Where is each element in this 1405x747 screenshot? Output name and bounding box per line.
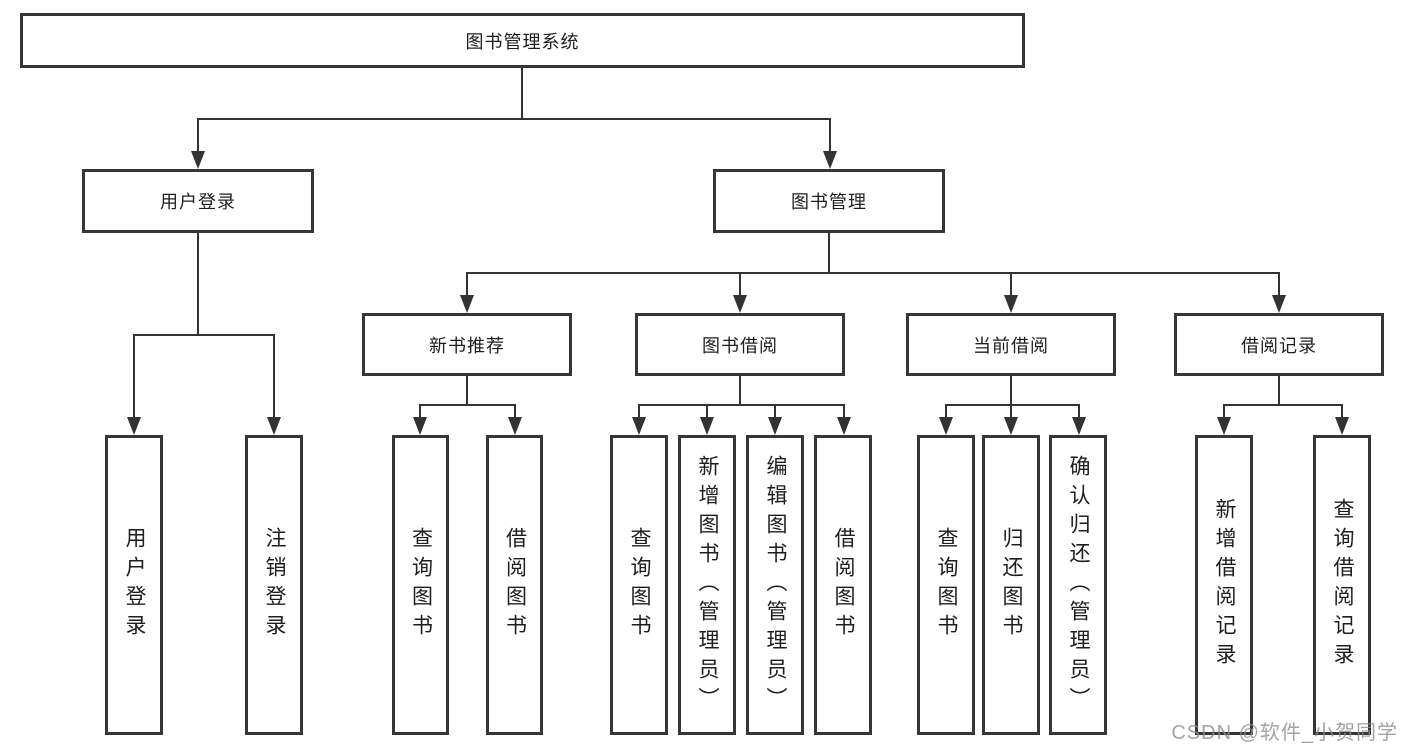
node-current-borrow: 当前借阅 — [906, 313, 1116, 376]
arrowhead-down — [460, 295, 474, 313]
connector — [197, 118, 831, 120]
leaf-user-login: 用户登录 — [105, 435, 163, 735]
node-user-login-label: 用户登录 — [160, 192, 236, 212]
arrowhead-down — [1004, 417, 1018, 435]
connector — [197, 118, 199, 152]
connector — [739, 376, 741, 406]
connector — [466, 272, 468, 297]
connector — [1223, 404, 1225, 419]
arrowhead-down — [1072, 417, 1086, 435]
node-root-label: 图书管理系统 — [465, 31, 580, 52]
node-borrow-records-label: 借阅记录 — [1241, 335, 1317, 356]
leaf-query-books-2: 查询图书 — [610, 435, 668, 735]
leaf-add-borrow-record-label: 新增借阅记录 — [1213, 498, 1236, 672]
connector — [706, 404, 708, 419]
arrowhead-down — [733, 295, 747, 313]
arrowhead-down — [191, 151, 205, 169]
connector — [466, 376, 468, 406]
connector — [1278, 376, 1280, 406]
node-book-mgmt-label: 图书管理 — [791, 192, 867, 212]
connector — [739, 272, 741, 297]
leaf-query-books-3-label: 查询图书 — [935, 527, 958, 643]
leaf-borrow-books-2: 借阅图书 — [814, 435, 872, 735]
leaf-query-books-2-label: 查询图书 — [628, 527, 651, 643]
leaf-query-borrow-record-label: 查询借阅记录 — [1331, 498, 1354, 672]
leaf-return-books: 归还图书 — [982, 435, 1040, 735]
connector — [514, 404, 516, 419]
leaf-borrow-books-1: 借阅图书 — [486, 435, 543, 735]
connector — [945, 404, 1080, 406]
arrowhead-down — [267, 417, 281, 435]
connector — [829, 118, 831, 152]
connector — [133, 334, 135, 417]
connector — [774, 404, 776, 419]
leaf-query-borrow-record: 查询借阅记录 — [1313, 435, 1371, 735]
arrowhead-down — [1217, 417, 1231, 435]
leaf-edit-books-admin: 编辑图书（管理员） — [746, 435, 804, 735]
connector — [1278, 272, 1280, 297]
connector — [197, 233, 199, 336]
connector — [1078, 404, 1080, 419]
node-book-mgmt: 图书管理 — [713, 169, 945, 233]
csdn-watermark: CSDN @软件_小贺同学 — [1171, 722, 1398, 744]
arrowhead-down — [508, 417, 522, 435]
connector — [1223, 404, 1343, 406]
arrowhead-down — [1004, 295, 1018, 313]
leaf-query-books-1-label: 查询图书 — [409, 527, 433, 643]
arrowhead-down — [1272, 295, 1286, 313]
connector — [521, 68, 523, 120]
connector — [466, 272, 1280, 274]
connector — [945, 404, 947, 419]
connector — [1010, 376, 1012, 406]
arrowhead-down — [768, 417, 782, 435]
connector — [1010, 404, 1012, 419]
connector — [419, 404, 421, 419]
leaf-query-books-1: 查询图书 — [392, 435, 449, 735]
connector — [1010, 272, 1012, 297]
node-book-borrow-label: 图书借阅 — [702, 335, 778, 356]
arrowhead-down — [1335, 417, 1349, 435]
arrowhead-down — [939, 417, 953, 435]
leaf-add-borrow-record: 新增借阅记录 — [1195, 435, 1253, 735]
leaf-logout: 注销登录 — [245, 435, 303, 735]
arrowhead-down — [632, 417, 646, 435]
leaf-edit-books-admin-label: 编辑图书（管理员） — [764, 454, 787, 716]
leaf-add-books-admin-label: 新增图书（管理员） — [696, 454, 719, 716]
connector — [133, 334, 275, 336]
leaf-user-login-label: 用户登录 — [123, 527, 146, 643]
connector — [419, 404, 516, 406]
node-book-borrow: 图书借阅 — [635, 313, 845, 376]
node-current-borrow-label: 当前借阅 — [973, 335, 1049, 356]
connector — [828, 233, 830, 274]
leaf-borrow-books-2-label: 借阅图书 — [832, 527, 855, 643]
arrowhead-down — [127, 417, 141, 435]
leaf-add-books-admin: 新增图书（管理员） — [678, 435, 736, 735]
arrowhead-down — [413, 417, 427, 435]
arrowhead-down — [837, 417, 851, 435]
connector — [1341, 404, 1343, 419]
leaf-confirm-return-admin-label: 确认归还（管理员） — [1067, 454, 1090, 716]
connector — [638, 404, 845, 406]
arrowhead-down — [700, 417, 714, 435]
node-new-book-recommend-label: 新书推荐 — [429, 335, 505, 356]
leaf-logout-label: 注销登录 — [263, 527, 286, 643]
node-new-book-recommend: 新书推荐 — [362, 313, 572, 376]
connector — [638, 404, 640, 419]
node-user-login: 用户登录 — [82, 169, 314, 233]
connector — [843, 404, 845, 419]
leaf-return-books-label: 归还图书 — [1000, 527, 1023, 643]
leaf-confirm-return-admin: 确认归还（管理员） — [1049, 435, 1107, 735]
leaf-query-books-3: 查询图书 — [917, 435, 975, 735]
arrowhead-down — [823, 151, 837, 169]
leaf-borrow-books-1-label: 借阅图书 — [503, 527, 527, 643]
connector — [273, 334, 275, 417]
node-borrow-records: 借阅记录 — [1174, 313, 1384, 376]
node-root: 图书管理系统 — [20, 13, 1025, 68]
